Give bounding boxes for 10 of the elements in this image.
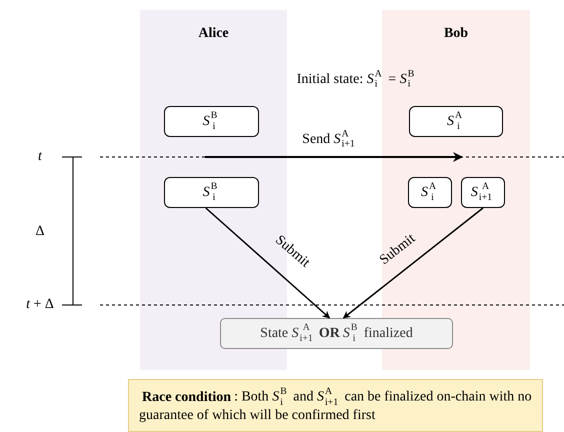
lane-title: Alice: [197, 26, 230, 42]
result-box: State S$^{A}$$_{i+1}$ OR S$^{B}$$_{i}$ finalized: [220, 318, 453, 349]
arrow: [342, 207, 484, 319]
time-label: t: [38, 149, 42, 165]
time-label: t + Δ: [26, 297, 54, 313]
note-text: Race condition: Both S$^{B}$$_{i}$ and S$^{A}$$_{i+1}$ can be finalized on-chain with no guarantee of which will be confirmed first: [139, 387, 532, 424]
arrow: [205, 207, 330, 319]
time-label: Δ: [36, 224, 44, 240]
lane-title: Bob: [442, 26, 470, 42]
note-box: [128, 379, 543, 432]
